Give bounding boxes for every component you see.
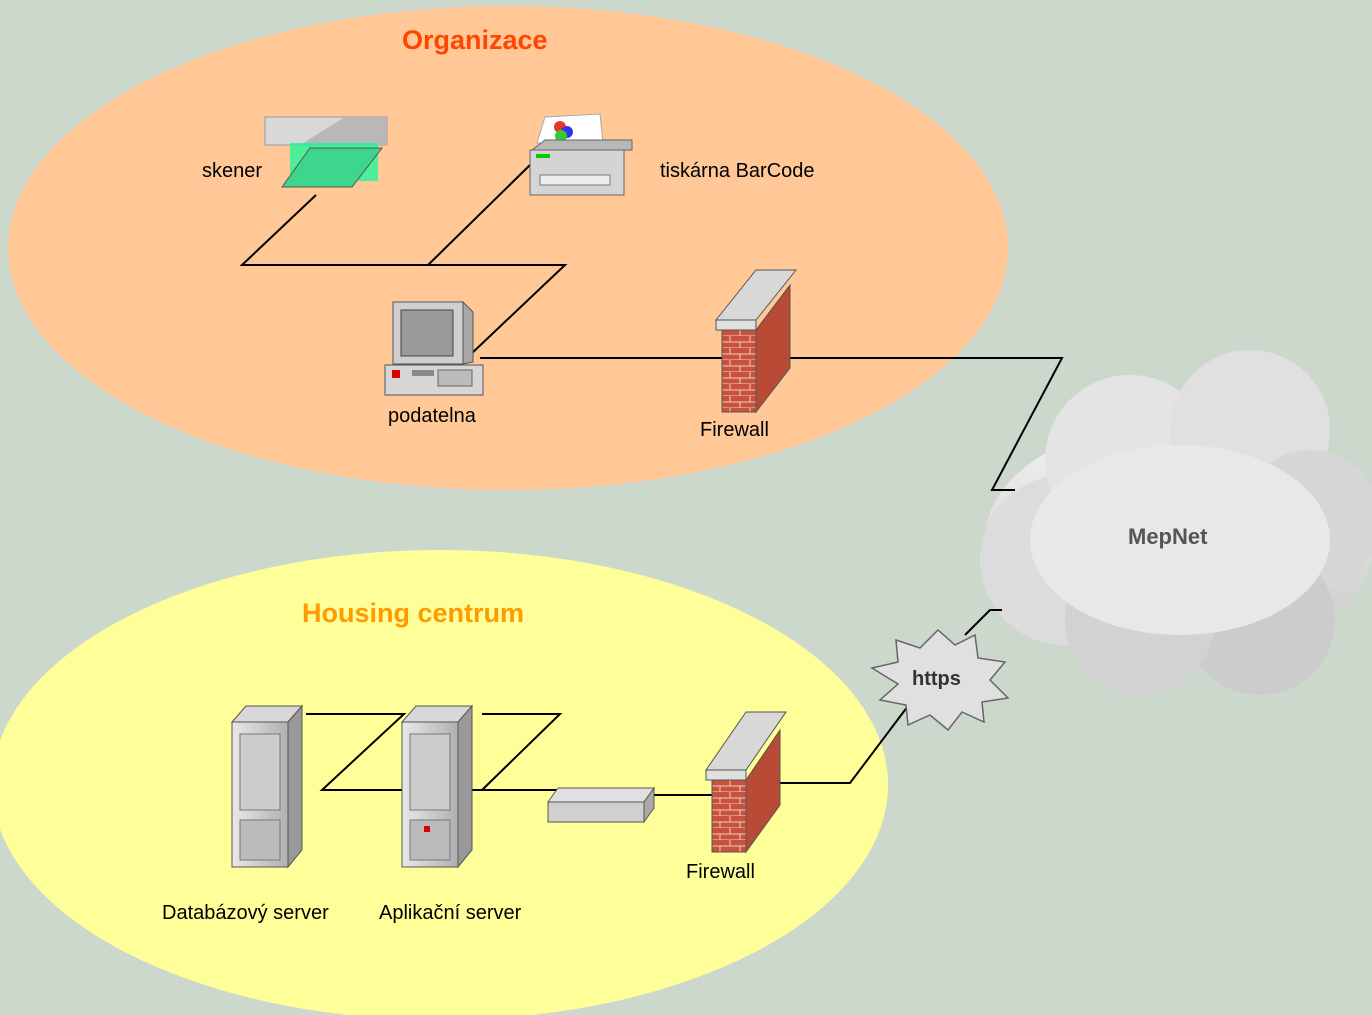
label-skener: skener	[202, 160, 263, 182]
firewall-icon	[714, 269, 798, 414]
database-server-icon	[230, 704, 304, 869]
application-server-icon	[400, 704, 474, 869]
scanner-icon	[264, 116, 388, 188]
cloud-label: MepNet	[1128, 524, 1208, 549]
zone-title-organizace: Organizace	[402, 25, 548, 55]
workstation-icon	[384, 300, 484, 396]
https-badge	[870, 628, 1010, 732]
connection-lines	[239, 164, 1064, 796]
label-firewall-housing: Firewall	[686, 861, 755, 883]
organizace-zone	[8, 6, 1008, 490]
zone-title-housing: Housing centrum	[302, 598, 525, 628]
label-db-server: Databázový server	[162, 902, 329, 924]
firewall-icon	[705, 711, 787, 854]
label-app-server: Aplikační server	[379, 902, 522, 924]
mepnet-cloud	[980, 350, 1372, 695]
label-firewall-org: Firewall	[700, 419, 769, 441]
https-label: https	[912, 668, 961, 690]
label-podatelna: podatelna	[388, 405, 476, 427]
printer-icon	[529, 113, 633, 196]
switch-icon	[547, 786, 655, 824]
label-tiskarna: tiskárna BarCode	[660, 160, 815, 182]
